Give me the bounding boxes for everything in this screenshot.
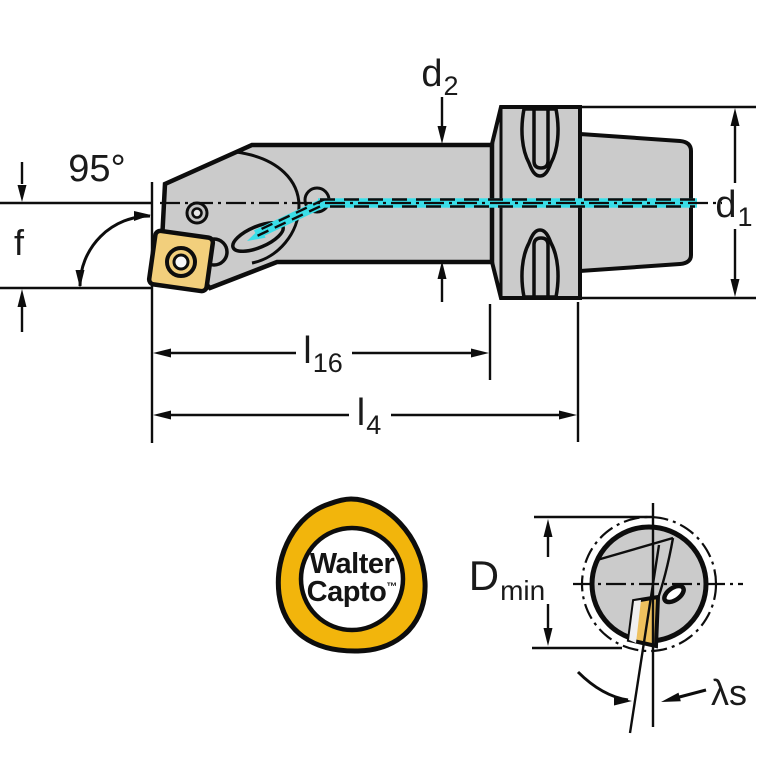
dim-d2-arrows [437, 97, 447, 302]
angle-arc-95 [75, 211, 151, 288]
walter-capto-logo [275, 496, 428, 654]
dim-lambda-s [576, 670, 707, 706]
cutting-insert [146, 228, 216, 294]
section-view [532, 503, 743, 734]
logo-inner-circle [298, 525, 406, 633]
label-dmin-sub: min [500, 575, 546, 606]
logo-tm: ™ [386, 581, 398, 594]
label-f: f [13, 222, 25, 263]
clamp-screw [185, 201, 209, 225]
label-d2-sub: 2 [443, 71, 459, 101]
label-d2-base: d [421, 53, 443, 95]
logo-line2: Capto™ [306, 576, 398, 608]
logo-text: Walter Capto™ [306, 547, 398, 608]
label-approach-angle: 95° [68, 148, 126, 190]
label-l16-sub: 16 [312, 348, 343, 378]
logo-line1: Walter [309, 547, 395, 580]
dim-f-arrows [17, 162, 27, 332]
coolant-arrowhead [247, 228, 266, 241]
label-d1-sub: 1 [737, 202, 753, 232]
label-dmin-base: D [468, 552, 500, 599]
label-l16-base: l [303, 330, 312, 372]
label-l4-base: l [356, 392, 366, 434]
dim-dmin [532, 515, 653, 650]
label-lambda-s: λs [711, 672, 747, 713]
label-l4-sub: 4 [366, 410, 382, 440]
head-junction-arc [235, 150, 301, 265]
insert-screw-inner [172, 253, 190, 271]
dim-d1-arrows [730, 108, 740, 297]
insert-screw-outer [165, 246, 197, 278]
lambda-tilted-line [628, 544, 661, 734]
dim-l4 [153, 410, 577, 420]
section-screw-hole [662, 583, 686, 605]
label-d1-base: d [715, 184, 737, 226]
main-view [0, 97, 756, 443]
dim-l16 [153, 348, 489, 358]
